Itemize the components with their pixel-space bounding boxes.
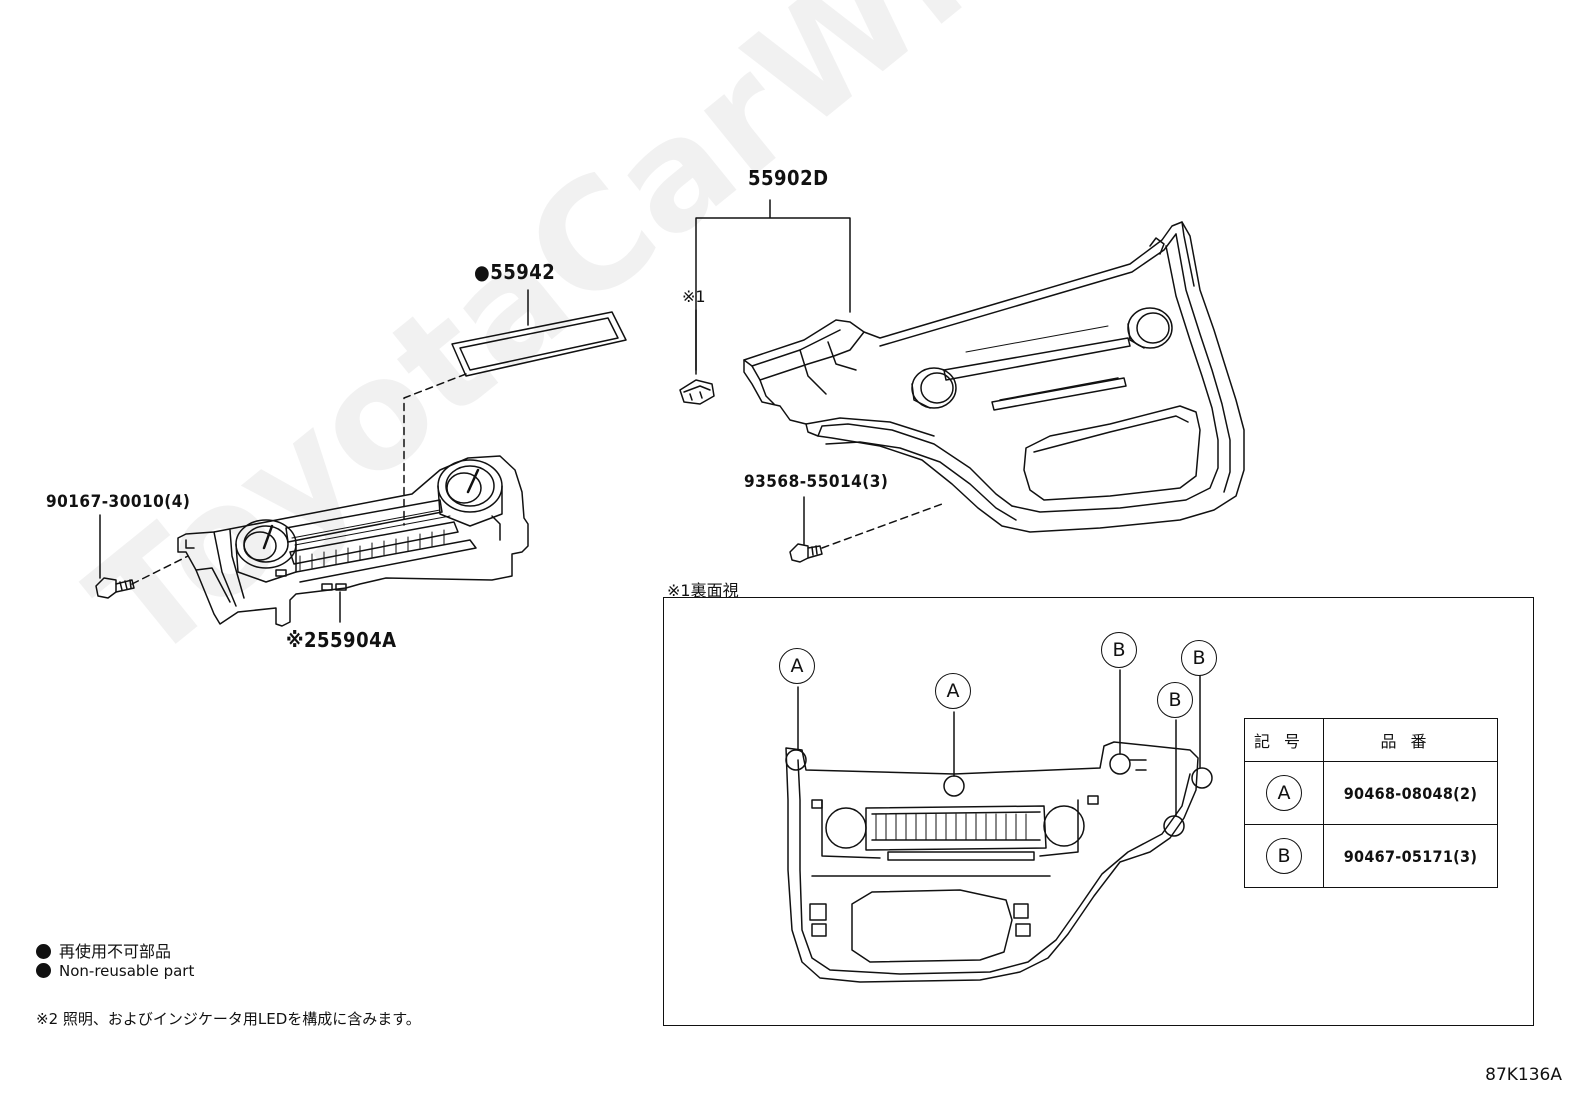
table-row: A 90468-08048(2) xyxy=(1244,761,1498,825)
table-part-no: 90467-05171(3) xyxy=(1323,824,1498,888)
bullet-icon xyxy=(36,963,51,978)
label-seal: ●55942 xyxy=(474,260,556,284)
table-header-part-no: 品番 xyxy=(1323,718,1498,762)
label-screw-left: 90167-30010(4) xyxy=(46,492,191,512)
clip xyxy=(679,379,715,405)
table-symbol: B xyxy=(1266,838,1302,874)
inset-frame xyxy=(663,597,1534,1026)
inset-title: ※1裏面視 xyxy=(667,581,739,600)
legend-note-2: ※2 照明、およびインジケータ用LEDを構成に含みます。 xyxy=(36,1010,421,1028)
callout-a-1: A xyxy=(779,648,815,684)
fastener-table: 記号 品番 A 90468-08048(2) B 90467-05171(3) xyxy=(1244,718,1498,888)
ac-control-unit xyxy=(177,455,529,627)
inset-back-panel xyxy=(785,669,1213,983)
callout-b-1: B xyxy=(1101,632,1137,668)
table-row: B 90467-05171(3) xyxy=(1244,824,1498,888)
console-panel xyxy=(743,221,1245,533)
legend-en: Non-reusable part xyxy=(36,962,194,980)
table-header-symbol: 記号 xyxy=(1244,718,1324,762)
seal-frame xyxy=(451,311,627,377)
label-screw-right: 93568-55014(3) xyxy=(744,472,889,492)
callout-b-3: B xyxy=(1181,640,1217,676)
bullet-icon xyxy=(36,944,51,959)
table-symbol: A xyxy=(1266,775,1302,811)
label-ac-control: ※255904A xyxy=(286,628,397,652)
callout-b-2: B xyxy=(1157,682,1193,718)
legend-jp: 再使用不可部品 xyxy=(36,938,171,962)
screw-right xyxy=(789,543,823,563)
callout-a-2: A xyxy=(935,673,971,709)
label-back-ref: ※1 xyxy=(682,287,706,306)
table-part-no: 90468-08048(2) xyxy=(1323,761,1498,825)
label-panel-assembly: 55902D xyxy=(748,166,829,190)
screw-left xyxy=(95,577,135,599)
figure-code: 87K136A xyxy=(1485,1065,1562,1085)
